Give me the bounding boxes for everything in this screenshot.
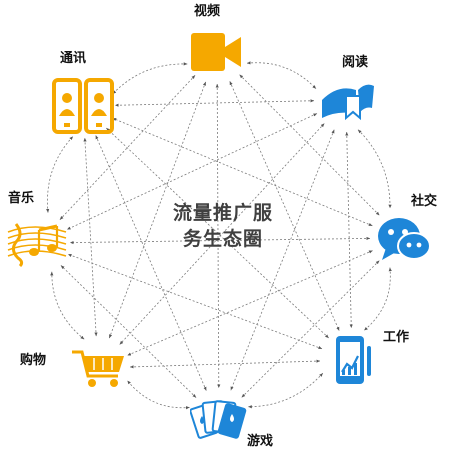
reading-book-icon	[322, 84, 374, 121]
ring-connector	[46, 136, 74, 213]
video-camera-icon	[191, 33, 241, 71]
cross-connector	[114, 99, 315, 107]
tablet-chart-icon	[336, 336, 371, 384]
playing-cards-icon	[190, 400, 247, 439]
label-music: 音乐	[8, 191, 35, 206]
label-social: 社交	[411, 194, 438, 209]
ring-connector	[248, 372, 324, 409]
label-comms: 通讯	[60, 51, 87, 66]
label-video: 视频	[194, 4, 221, 19]
cross-connector	[345, 131, 353, 329]
ring-connector	[112, 62, 188, 95]
ring-connector	[246, 61, 317, 90]
center-title-line1: 流量推广服	[172, 202, 273, 224]
chat-bubbles-icon	[378, 218, 431, 260]
ring-connector	[127, 380, 190, 410]
cross-connector	[83, 137, 98, 337]
cross-connector	[106, 127, 329, 339]
cross-connector	[67, 253, 323, 350]
label-reading: 阅读	[342, 55, 369, 70]
ring-connector	[357, 129, 392, 209]
ring-connector	[363, 267, 392, 331]
ring-connector	[50, 271, 85, 340]
music-notes-icon	[7, 223, 67, 268]
center-title-line2: 务生态圈	[182, 228, 263, 250]
label-shopping: 购物	[20, 353, 47, 368]
center-title: 流量推广服 务生态圈	[148, 200, 298, 252]
cross-connector	[129, 359, 321, 369]
label-work: 工作	[383, 330, 410, 345]
two-phones-icon	[52, 78, 114, 134]
label-game: 游戏	[247, 434, 274, 449]
shopping-cart-icon	[72, 350, 124, 387]
